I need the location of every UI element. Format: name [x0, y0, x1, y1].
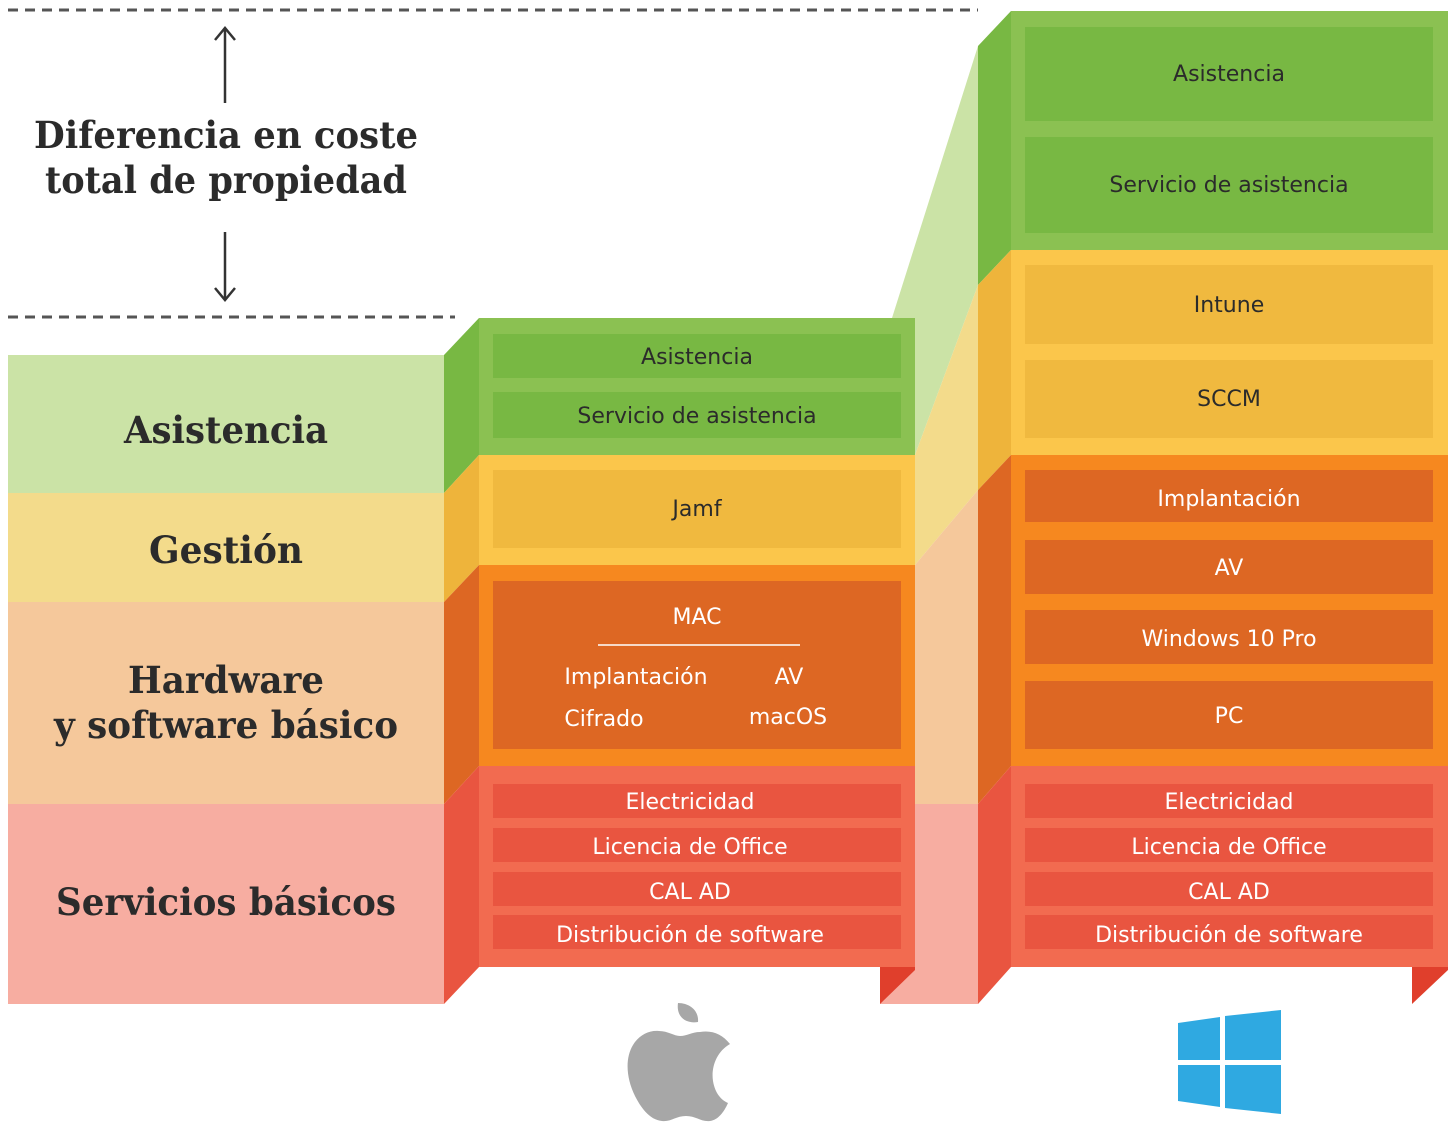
mac-hardware-item: Implantación — [564, 665, 707, 690]
win-hardware-box — [1025, 540, 1433, 594]
mac-support-item: Asistencia — [641, 345, 753, 370]
mac-services-box — [493, 915, 901, 949]
win-hardware-box — [1025, 470, 1433, 522]
win-services-item: Licencia de Office — [1131, 835, 1326, 860]
mac-hardware-box — [493, 581, 901, 749]
mac-hardware-side — [444, 565, 479, 804]
mac-support-box — [493, 392, 901, 438]
win-support-side — [978, 11, 1011, 285]
mac-services-item: CAL AD — [649, 880, 731, 905]
apple-logo-icon — [627, 1003, 730, 1122]
win-services-box — [1025, 828, 1433, 862]
win-management-item: Intune — [1194, 293, 1264, 318]
mac-services-bottom-edge — [880, 967, 915, 1004]
win-support-item: Asistencia — [1173, 62, 1285, 87]
win-support-box — [1025, 137, 1433, 233]
mac-services-item: Electricidad — [625, 790, 754, 815]
win-hardware-item: AV — [1215, 556, 1244, 581]
win-services-box — [1025, 784, 1433, 818]
down-arrow-icon — [214, 232, 236, 302]
mac-support-side — [444, 318, 479, 493]
win-support-item: Servicio de asistencia — [1109, 173, 1348, 198]
win-services-box — [1025, 915, 1433, 949]
support-category-panel — [8, 355, 444, 493]
tco-label-line2: total de propiedad — [45, 158, 407, 202]
mac-services-side — [444, 766, 479, 1004]
win-hardware-item: Implantación — [1157, 487, 1300, 512]
mac-services-item: Licencia de Office — [592, 835, 787, 860]
management-category-panel — [8, 493, 444, 602]
mac-hardware-item: macOS — [749, 705, 827, 730]
support-connector-plane — [892, 46, 978, 455]
win-management-box — [1025, 265, 1433, 344]
mac-services-item: Distribución de software — [556, 923, 824, 948]
windows-logo-icon — [1178, 1010, 1281, 1114]
mac-support-item: Servicio de asistencia — [577, 404, 816, 429]
tco-label-line1: Diferencia en coste — [34, 113, 418, 157]
hardware-category-panel — [8, 602, 444, 804]
management-category-label: Gestión — [149, 528, 303, 572]
mac-services-box — [493, 828, 901, 862]
hardware-category-label-line1: Hardware — [128, 658, 324, 702]
mac-services-box — [493, 784, 901, 818]
up-arrow-icon — [214, 26, 236, 103]
win-services-bottom-edge — [1412, 967, 1448, 1004]
services-category-label: Servicios básicos — [56, 880, 396, 924]
win-support-box — [1025, 27, 1433, 121]
win-services-item: Distribución de software — [1095, 923, 1363, 948]
hardware-category-label-line2: y software básico — [53, 703, 398, 747]
mac-hardware-title: MAC — [672, 605, 721, 630]
support-category-label: Asistencia — [123, 408, 328, 452]
win-services-item: Electricidad — [1164, 790, 1293, 815]
win-management-box — [1025, 360, 1433, 438]
mac-management-box — [493, 470, 901, 548]
hardware-connector-plane — [915, 565, 978, 804]
win-management-item: SCCM — [1197, 387, 1261, 412]
win-hardware-box — [1025, 610, 1433, 664]
win-services-side — [978, 766, 1011, 1004]
win-hardware-side — [978, 455, 1011, 804]
win-hardware-box — [1025, 681, 1433, 749]
hardware-connector-bevel — [915, 490, 978, 565]
mac-hardware-item: Cifrado — [564, 707, 643, 732]
mac-hardware-item: AV — [775, 665, 804, 690]
services-category-panel — [8, 804, 444, 1004]
mac-management-item: Jamf — [670, 497, 722, 522]
win-hardware-item: PC — [1215, 704, 1244, 729]
mac-management-side — [444, 455, 479, 602]
win-management-side — [978, 250, 1011, 490]
win-services-item: CAL AD — [1188, 880, 1270, 905]
management-connector-plane — [915, 285, 978, 565]
mac-services-box — [493, 872, 901, 906]
win-services-box — [1025, 872, 1433, 906]
win-hardware-item: Windows 10 Pro — [1141, 627, 1316, 652]
mac-support-box — [493, 334, 901, 378]
